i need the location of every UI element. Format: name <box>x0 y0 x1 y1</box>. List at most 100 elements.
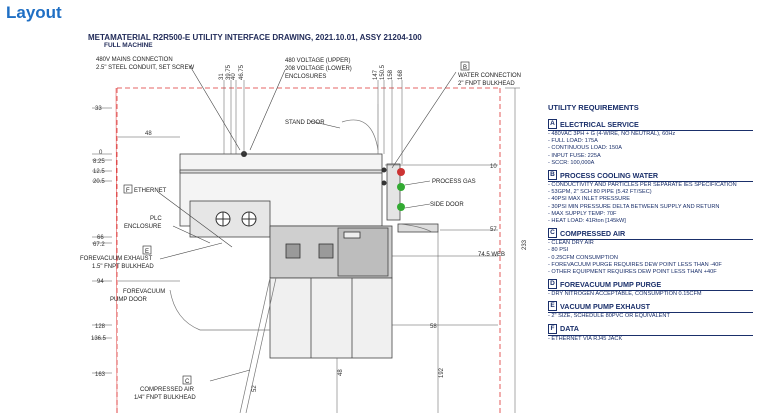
requirement-line: - 0.25CFM CONSUMPTION <box>548 254 618 261</box>
dim-left-48: 48 <box>145 131 152 137</box>
callout-voltage-2: 208 VOLTAGE (LOWER) <box>285 66 352 72</box>
requirement-title: DATA <box>560 324 579 334</box>
callout-water-2: 2" FNPT BULKHEAD <box>458 81 515 87</box>
callout-air-2: 1/4" FNPT BULKHEAD <box>134 395 196 401</box>
callout-pump-door-1: FOREVACUUM <box>123 289 165 295</box>
left-dimension-labels: 33 48 0 8.25 12.5 20.5 66 67.2 94 128 13… <box>91 106 152 378</box>
requirement-line: - 80 PSI <box>548 247 569 254</box>
dim-left-94: 94 <box>97 279 104 285</box>
dim-left-8-25: 8.25 <box>93 159 105 165</box>
requirement-line: - 2" SIZE, SCHEDULE 80PVC OR EQUIVALENT <box>548 313 670 320</box>
callout-voltage-3: ENCLOSURES <box>285 74 326 80</box>
leader-lines <box>157 65 457 382</box>
dim-bottom-48: 48 <box>338 369 344 376</box>
dim-left-20-5: 20.5 <box>93 179 105 185</box>
requirement-lines: - 480VAC 3PH + G (4-WIRE, NO NEUTRAL), 6… <box>548 130 753 167</box>
dim-left-136-5: 136.5 <box>91 336 107 342</box>
dim-left-0: 0 <box>99 150 103 156</box>
requirement-letter-badge: E <box>548 301 557 312</box>
top-dimension-ticks <box>223 80 403 164</box>
chamber-units <box>285 231 361 259</box>
dim-bottom-52: 52 <box>252 385 258 392</box>
drawing-subheader: FULL MACHINE <box>104 42 153 49</box>
callout-mains-2: 2.5" STEEL CONDUIT, SET SCREW <box>96 65 194 71</box>
dim-left-163: 163 <box>95 372 106 378</box>
dim-left-66: 66 <box>97 235 104 241</box>
right-dimension-labels: 10 57 233 58 192 48 52 <box>252 164 528 392</box>
requirement-line: - HEAT LOAD: 41Rton [145kW] <box>548 218 626 225</box>
dim-top-158: 158 <box>388 69 394 80</box>
dim-left-12-5: 12.5 <box>93 169 105 175</box>
requirement-line: - MAX SUPPLY TEMP: 70F <box>548 210 617 217</box>
dim-left-67-2: 67.2 <box>93 242 105 248</box>
requirement-lines: - 2" SIZE, SCHEDULE 80PVC OR EQUIVALENT <box>548 312 753 320</box>
requirement-line: - 30PSI MIN PRESSURE DELTA BETWEEN SUPPL… <box>548 203 720 210</box>
machine-body <box>179 153 439 359</box>
callout-ethernet: ETHERNET <box>134 188 167 194</box>
requirement-letter-badge: C <box>548 228 557 239</box>
callout-water-1: WATER CONNECTION <box>458 73 521 79</box>
callout-pump-door-2: PUMP DOOR <box>110 297 148 303</box>
callout-air-letter: C <box>185 379 190 385</box>
left-dimension-ticks <box>92 107 180 374</box>
dim-left-33: 33 <box>95 106 102 112</box>
callout-labels: 480V MAINS CONNECTION 2.5" STEEL CONDUIT… <box>80 57 521 401</box>
requirement-title: VACUUM PUMP EXHAUST <box>560 301 650 311</box>
requirement-line: - CONDUCTIVITY AND PARTICLES PER SEPARAT… <box>548 182 737 189</box>
dim-top-147: 147 <box>373 69 379 80</box>
dim-bottom-192: 192 <box>439 367 445 378</box>
callout-water-letter: B <box>463 65 467 71</box>
dim-top-40: 40 <box>231 73 237 80</box>
requirements-title: UTILITY REQUIREMENTS <box>548 103 639 112</box>
requirement-line: - INPUT FUSE: 225A <box>548 152 601 159</box>
callout-voltage-1: 480 VOLTAGE (UPPER) <box>285 58 350 64</box>
requirement-title: ELECTRICAL SERVICE <box>560 119 639 129</box>
callout-ethernet-letter: F <box>126 188 130 194</box>
callout-forevac-letter: E <box>145 249 149 255</box>
dim-top-46-75: 46.75 <box>239 64 245 80</box>
requirement-lines: - CLEAN DRY AIR- 80 PSI- 0.25CFM CONSUMP… <box>548 239 753 276</box>
requirement-title: FOREVACUUM PUMP PURGE <box>560 279 662 289</box>
requirement-line: - DRY NITROGEN ACCEPTABLE, CONSUMPTION 0… <box>548 291 702 298</box>
requirement-lines: - CONDUCTIVITY AND PARTICLES PER SEPARAT… <box>548 181 753 225</box>
door-swings <box>169 104 433 413</box>
requirement-lines: - DRY NITROGEN ACCEPTABLE, CONSUMPTION 0… <box>548 290 753 298</box>
requirement-title: COMPRESSED AIR <box>560 228 626 238</box>
dim-top-168: 168 <box>398 69 404 80</box>
requirement-line: - FULL LOAD: 175A <box>548 138 598 145</box>
dim-top-31: 31 <box>219 73 225 80</box>
dim-top-150-5: 150.5 <box>380 64 386 80</box>
requirement-title: PROCESS COOLING WATER <box>560 170 659 180</box>
callout-mains-1: 480V MAINS CONNECTION <box>96 57 173 63</box>
clearance-boundary <box>115 87 501 413</box>
requirement-line: - FOREVACUUM PURGE REQUIRES DEW POINT LE… <box>548 261 722 268</box>
callout-plc-2: ENCLOSURE <box>124 224 161 230</box>
requirement-letter-badge: B <box>548 170 557 181</box>
dim-left-128: 128 <box>95 324 106 330</box>
requirement-line: - 53GPM, 2" SCH 80 PIPE (5.42 FT/SEC) <box>548 189 652 196</box>
dim-right-233: 233 <box>522 239 528 250</box>
requirement-line: - CLEAN DRY AIR <box>548 240 594 247</box>
right-dimension-ticks <box>336 87 520 413</box>
callout-forevac-1: FOREVACUUM EXHAUST <box>80 256 153 262</box>
requirement-line: - ETHERNET VIA RJ45 JACK <box>548 335 623 342</box>
drawing-header: METAMATERIAL R2R500-E UTILITY INTERFACE … <box>88 33 422 42</box>
requirement-line: - SCCR: 100,000A <box>548 159 595 166</box>
connection-points <box>241 151 405 211</box>
requirement-line: - OTHER EQUIPMENT REQUIRES DEW POINT LES… <box>548 269 717 276</box>
requirement-lines: - ETHERNET VIA RJ45 JACK <box>548 334 753 343</box>
callout-stand-door: STAND DOOR <box>285 120 325 126</box>
